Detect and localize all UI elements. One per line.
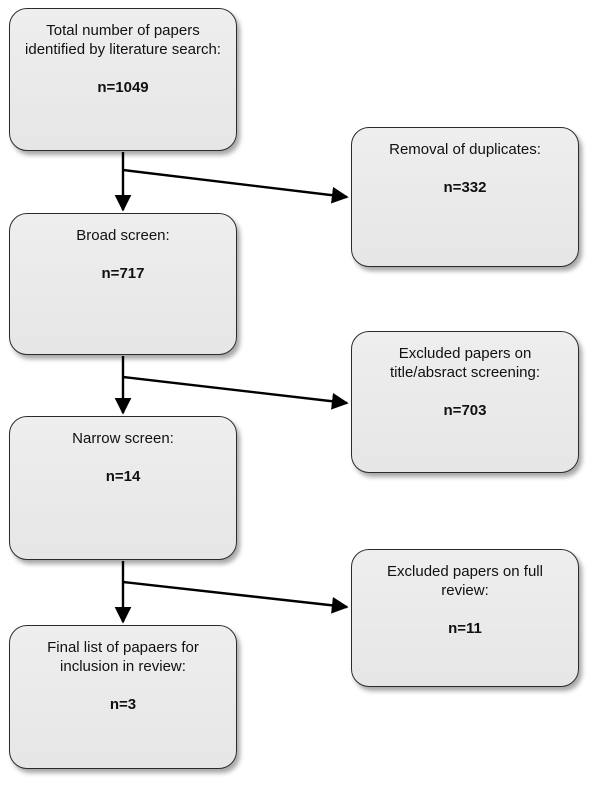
box-removal-of-duplicates: Removal of duplicates: n=332 bbox=[351, 127, 579, 267]
box-removal-of-duplicates-count: n=332 bbox=[443, 179, 487, 196]
box-final-list: Final list of papaers for inclusion in r… bbox=[9, 625, 237, 769]
box-removal-of-duplicates-label: Removal of duplicates: bbox=[389, 141, 541, 158]
box-excluded-full-review: Excluded papers on full review: n=11 bbox=[351, 549, 579, 687]
box-excluded-title-abstract: Excluded papers on title/absract screeni… bbox=[351, 331, 579, 473]
box-narrow-screen-label: Narrow screen: bbox=[72, 430, 174, 447]
box-papers-identified: Total number of papers identified by lit… bbox=[9, 8, 237, 151]
box-narrow-screen-count: n=14 bbox=[105, 468, 141, 485]
box-final-list-label: Final list of papaers for inclusion in r… bbox=[47, 639, 199, 675]
box-papers-identified-label: Total number of papers identified by lit… bbox=[25, 22, 221, 58]
box-final-list-count: n=3 bbox=[109, 696, 137, 713]
box-broad-screen-label: Broad screen: bbox=[76, 227, 170, 244]
arrow-to-excluded-full bbox=[122, 580, 349, 614]
box-papers-identified-count: n=1049 bbox=[97, 79, 149, 96]
box-broad-screen-count: n=717 bbox=[101, 265, 145, 282]
box-excluded-full-review-count: n=11 bbox=[448, 620, 482, 637]
arrow-to-excluded-title bbox=[122, 375, 349, 410]
box-excluded-full-review-label: Excluded papers on full review: bbox=[387, 563, 543, 599]
box-narrow-screen: Narrow screen: n=14 bbox=[9, 416, 237, 560]
arrow-to-duplicates bbox=[122, 168, 349, 204]
box-excluded-title-abstract-count: n=703 bbox=[443, 402, 487, 419]
box-broad-screen: Broad screen: n=717 bbox=[9, 213, 237, 355]
box-excluded-title-abstract-label: Excluded papers on title/absract screeni… bbox=[389, 345, 541, 381]
